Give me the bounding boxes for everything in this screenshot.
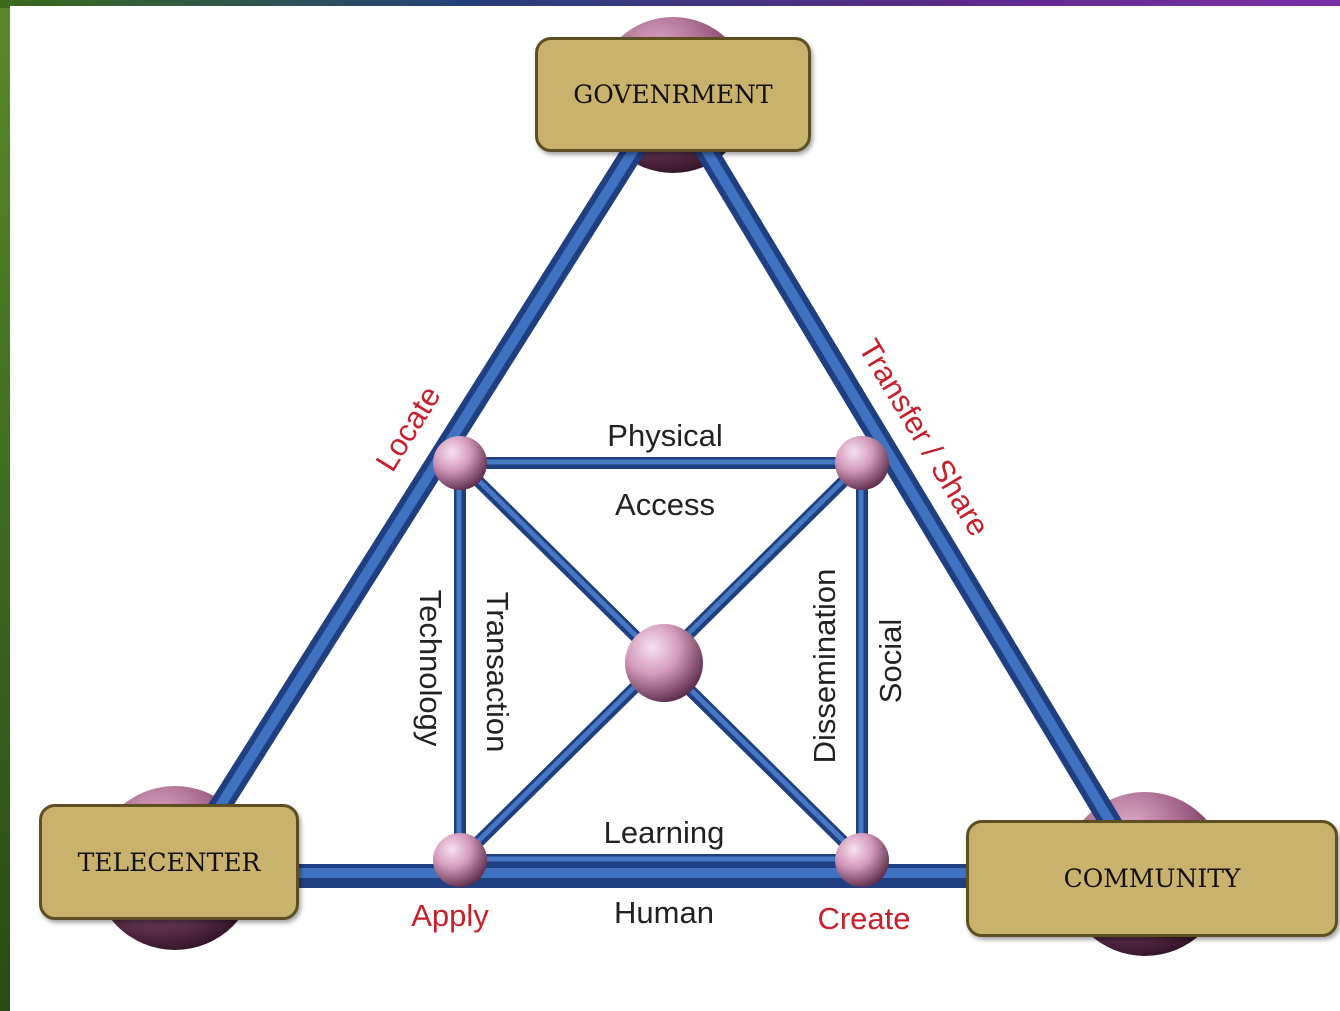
- label-human: Human: [614, 895, 714, 930]
- label-access: Access: [615, 487, 715, 522]
- label-social: Social: [873, 619, 908, 703]
- government-label: GOVENRMENT: [573, 80, 773, 109]
- community-label: COMMUNITY: [1063, 864, 1241, 893]
- label-physical: Physical: [607, 418, 722, 453]
- label-learning: Learning: [604, 815, 725, 850]
- government-box: GOVENRMENT: [535, 37, 811, 152]
- community-box: COMMUNITY: [966, 820, 1338, 937]
- label-apply: Apply: [411, 898, 489, 933]
- label-create: Create: [817, 901, 910, 936]
- joint-sphere-center: [625, 624, 703, 702]
- label-dissemination: Dissemination: [807, 569, 842, 764]
- joint-sphere-bottom-right: [835, 833, 889, 887]
- joint-sphere-bottom-left: [433, 833, 487, 887]
- telecenter-box: TELECENTER: [39, 804, 299, 920]
- telecenter-label: TELECENTER: [77, 847, 261, 877]
- label-technology: Technology: [413, 590, 448, 747]
- joint-sphere-top-left: [433, 436, 487, 490]
- label-transaction: Transaction: [480, 592, 515, 753]
- joint-sphere-top-right: [835, 436, 889, 490]
